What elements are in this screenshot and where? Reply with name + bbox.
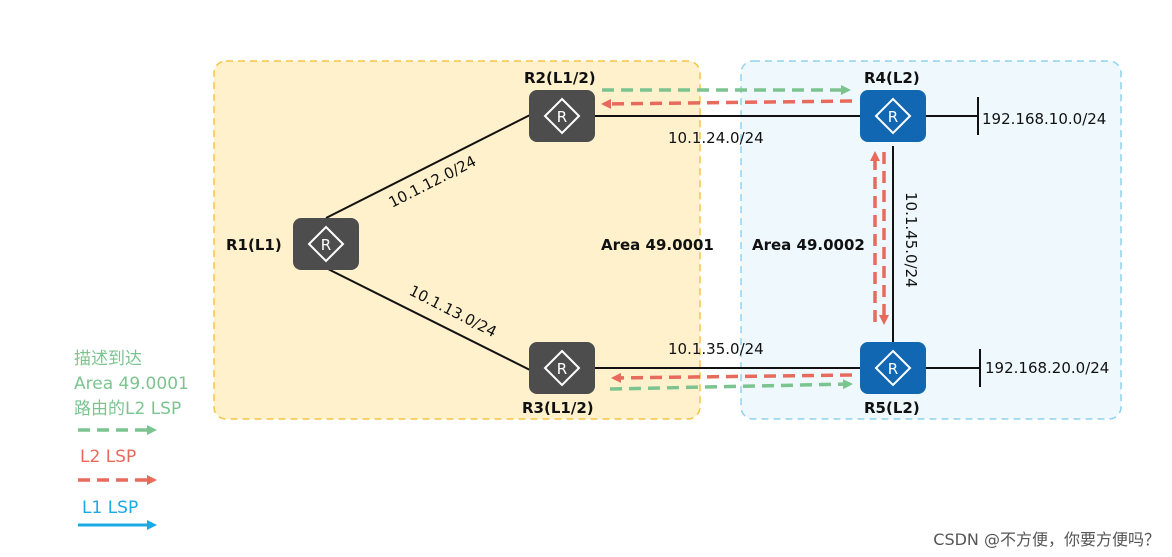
lsp-red-r5-to-r3 (611, 372, 853, 383)
area-49-0001 (213, 60, 701, 420)
link-r1-r3 (325, 267, 531, 371)
svg-text:R: R (888, 360, 898, 378)
router-r2-label: R2(L1/2) (524, 69, 596, 87)
router-r4-icon: R (860, 90, 926, 142)
router-r1-icon: R (293, 218, 359, 270)
router-r3-label: R3(L1/2) (522, 399, 594, 417)
area-49-0002 (740, 60, 1122, 420)
svg-text:R: R (557, 360, 567, 378)
link-r2-r4-label: 10.1.24.0/24 (668, 129, 764, 147)
legend-green-line3: 路由的L2 LSP (74, 399, 181, 419)
link-r1-r2 (325, 114, 531, 219)
link-r3-r5-label: 10.1.35.0/24 (668, 340, 764, 358)
network-r4-label: 192.168.10.0/24 (982, 110, 1106, 128)
router-r1-label: R1(L1) (226, 236, 282, 254)
legend-green-line2: Area 49.0001 (74, 374, 189, 394)
legend-red-label: L2 LSP (80, 447, 136, 467)
router-r4-label: R4(L2) (864, 69, 920, 87)
lsp-green-r3-to-r5 (609, 379, 853, 391)
network-r5-label: 192.168.20.0/24 (985, 359, 1109, 377)
svg-text:R: R (888, 108, 898, 126)
svg-text:R: R (557, 108, 567, 126)
legend-blue-label: L1 LSP (82, 498, 138, 518)
router-r5-label: R5(L2) (864, 399, 920, 417)
link-r4-r5-label: 10.1.45.0/24 (902, 192, 920, 288)
area-1-label: Area 49.0001 (601, 236, 714, 254)
lsp-red-r4-to-r2 (601, 98, 853, 109)
svg-text:R: R (321, 236, 331, 254)
router-r3-icon: R (529, 342, 595, 394)
router-r2-icon: R (529, 90, 595, 142)
legend-green-line1: 描述到达 (74, 349, 142, 369)
router-r5-icon: R (860, 342, 926, 394)
watermark-text: CSDN @不方便，你要方便吗？ (933, 530, 1160, 549)
area-2-label: Area 49.0002 (752, 236, 865, 254)
